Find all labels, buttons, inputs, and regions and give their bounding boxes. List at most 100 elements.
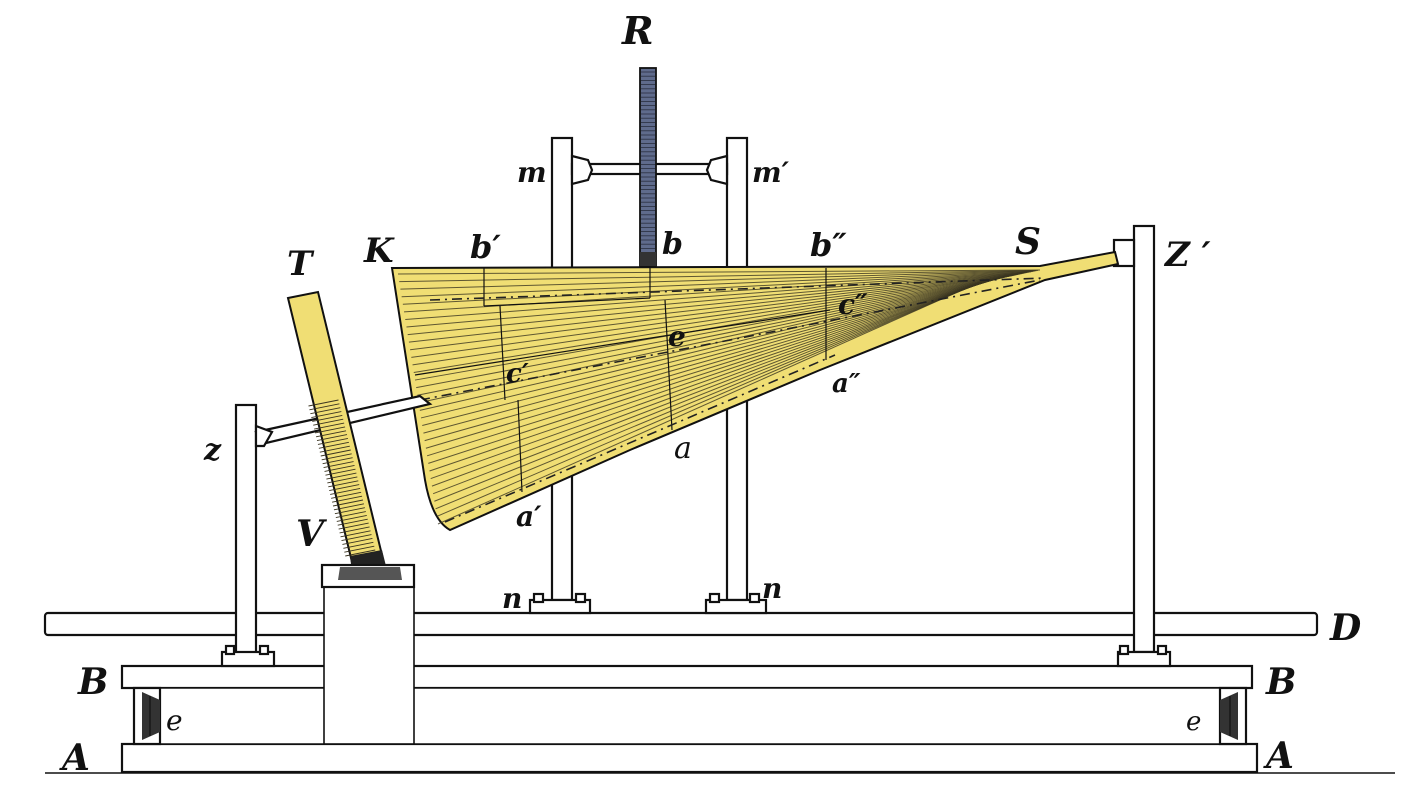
label-D: D [1329, 607, 1361, 649]
label-B-right: B [1265, 661, 1296, 703]
rod-T-hatch-line [322, 457, 353, 465]
labels: R m m′ K b′ b b″ S Z ′ T c″ e c′ a″ z a … [59, 8, 1361, 779]
rod-T-hatch-line [315, 426, 346, 434]
fan-hatch-line [401, 270, 1035, 298]
fan-hatch-line [437, 281, 981, 525]
rod-T-hatch-line [334, 507, 365, 515]
label-c-dprime: c″ [838, 288, 868, 321]
rod-T-hatch-line [336, 514, 367, 522]
rod-T [286, 290, 416, 589]
label-e-right: e [1186, 707, 1201, 737]
fan-hatch-line [417, 275, 1012, 396]
rod-T-hatch-line [330, 488, 361, 495]
fan-hatch-line [399, 269, 1039, 283]
rod-T-hatch-line [323, 461, 354, 468]
rod-T-hatch-line [342, 538, 373, 545]
fan-hatch-line [422, 276, 1004, 426]
label-A-right: A [1263, 735, 1294, 777]
label-c-prime: c′ [506, 359, 529, 389]
rod-T-hatch-line [320, 449, 351, 457]
label-R: R [621, 8, 654, 53]
rod-T-hatch-line [331, 491, 362, 499]
fan-hatch-line [412, 273, 1019, 366]
rod-R [639, 67, 657, 267]
label-n-left: n [502, 582, 522, 615]
label-e-top: e [668, 320, 686, 353]
rod-T-hatch-line [341, 534, 372, 542]
label-K: K [363, 231, 395, 271]
beam-A [120, 742, 1259, 774]
label-T: T [287, 244, 315, 284]
fan-hatch-line [426, 278, 997, 457]
fan-hatch-line [428, 278, 995, 464]
label-B-left: B [77, 661, 108, 703]
label-a-dprime: a″ [832, 369, 861, 399]
rod-T-hatch-line [344, 545, 375, 553]
rod-T-hatch-line [309, 403, 340, 411]
label-e-left: e [166, 704, 183, 737]
post-Z-prime [1132, 224, 1156, 654]
fan-hatch-line [429, 278, 993, 472]
fan-hatch-line [397, 269, 1041, 275]
rod-T-hatch-line [318, 441, 349, 449]
fan-hatch-line [419, 276, 1008, 411]
rod-T-hatch-line [327, 476, 358, 484]
rod-T-hatch-line [339, 526, 370, 534]
rod-T-hatch-line [325, 468, 356, 476]
frame-cavity [159, 687, 1221, 745]
fan-hatch-line [402, 270, 1033, 305]
rod-T-hatch-line [308, 399, 339, 407]
rod-T-hatch-line [332, 499, 364, 507]
fan-hatch-line [420, 276, 1006, 419]
rod-T-hatch-line [333, 503, 365, 511]
fan-hatch-line [418, 275, 1010, 404]
label-b-prime: b′ [470, 228, 501, 266]
label-b: b [662, 227, 683, 262]
left-pulley [132, 686, 162, 746]
block-column [323, 584, 415, 745]
label-S: S [1015, 221, 1041, 263]
label-m: m [517, 156, 547, 189]
fan-hatch-line [432, 280, 988, 495]
fan-hatch-line [435, 280, 984, 510]
base-frame [43, 584, 1395, 774]
label-a-prime: a′ [516, 500, 542, 533]
fan-hatch-line [424, 277, 1001, 442]
rod-T-hatch-line [340, 530, 371, 538]
right-pulley [1218, 686, 1248, 746]
rod-T-hatch-line [326, 472, 357, 480]
label-a: a [674, 431, 692, 466]
label-n-right: n [762, 572, 782, 605]
fan-hatch-line [430, 279, 992, 480]
fan-hatch-line [407, 272, 1026, 336]
rod-T-hatch-line [329, 484, 360, 492]
rod-T-hatch-line [319, 445, 350, 453]
rod-T-hatch-line [328, 480, 359, 488]
fan-hatch-line [411, 273, 1021, 358]
fan-hatch-line [405, 271, 1030, 320]
fan-hatch-line [434, 280, 986, 502]
fan-sheaf [390, 250, 1120, 532]
rod-T-hatch-line [317, 438, 349, 445]
rod-T-hatch-line [321, 453, 352, 461]
label-V: V [296, 513, 327, 555]
fan-hatch-line [406, 272, 1028, 328]
fan-hatch-line [416, 274, 1013, 389]
rod-T-hatch-line [310, 407, 341, 415]
beam-B [120, 664, 1254, 690]
label-A-left: A [59, 737, 90, 779]
post-z [234, 403, 258, 660]
label-m-prime: m′ [752, 156, 790, 189]
fan-hatch-line [410, 273, 1022, 351]
fan-hatch-line [431, 279, 990, 487]
rod-T-hatch-line [311, 411, 342, 418]
label-Z-prime: Z ′ [1163, 235, 1211, 275]
rod-T-hatch-line [313, 418, 344, 426]
rod-T-hatch-line [312, 414, 343, 422]
rod-T-hatch-line [337, 518, 368, 526]
label-b-dprime: b″ [810, 226, 847, 264]
rod-T-hatch-line [338, 522, 369, 530]
rod-T-hatch-line [335, 511, 366, 518]
rod-T-hatch-line [343, 541, 374, 549]
